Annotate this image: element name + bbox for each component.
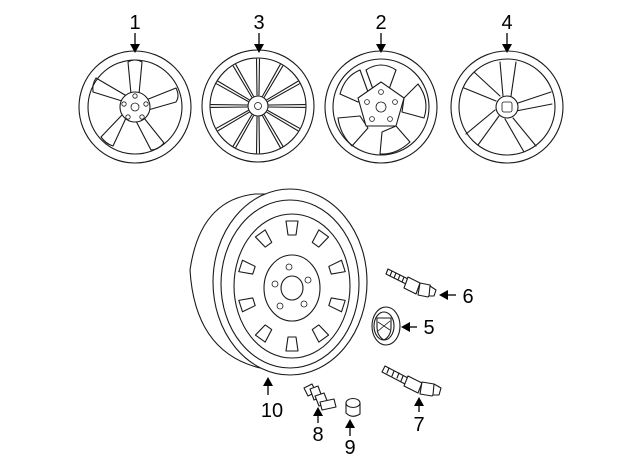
wheel-3-spoke — [255, 116, 261, 154]
valve-stem-6[interactable] — [385, 268, 437, 298]
wheel-10-slot — [328, 297, 346, 313]
callout-9: 9 — [344, 419, 356, 459]
wheel-10-slot — [328, 259, 346, 275]
callout-7: 7 — [413, 397, 425, 436]
wheel-2[interactable] — [324, 50, 438, 164]
wheel-3-spoke — [262, 64, 284, 98]
wheel-10-slot — [254, 229, 273, 248]
wheel-3[interactable] — [201, 49, 315, 163]
valve-stem-7[interactable] — [381, 365, 442, 397]
valve-8[interactable] — [303, 383, 337, 411]
callout-2: 2 — [375, 12, 387, 53]
callout-5: 5 — [401, 317, 435, 339]
callout-label-9: 9 — [344, 437, 355, 459]
wheel-3-spoke — [255, 58, 261, 96]
callout-label-8: 8 — [312, 424, 323, 446]
callout-label-3: 3 — [253, 12, 264, 34]
wheel-10-slot — [254, 324, 273, 343]
callout-1: 1 — [129, 12, 141, 53]
callout-label-7: 7 — [413, 414, 424, 436]
callout-4: 4 — [501, 12, 513, 53]
callout-label-5: 5 — [423, 317, 434, 339]
callout-10: 10 — [261, 377, 283, 422]
valve-cap-9[interactable] — [345, 397, 361, 417]
wheel-3-spoke — [266, 110, 300, 132]
callout-6: 6 — [439, 286, 474, 308]
wheel-3-spoke — [262, 114, 284, 148]
wheel-3-spoke — [266, 80, 300, 102]
wheel-3-spoke — [268, 103, 306, 109]
callout-label-10: 10 — [261, 400, 283, 422]
callout-3: 3 — [253, 12, 265, 53]
wheel-3-spoke — [216, 80, 250, 102]
center-cap-5[interactable] — [371, 306, 401, 346]
callout-label-6: 6 — [462, 286, 473, 308]
wheel-10-spare[interactable] — [189, 188, 368, 376]
wheel-10-slot — [311, 324, 330, 343]
wheel-10-slot — [238, 297, 256, 313]
wheel-10-slot — [311, 229, 330, 248]
wheel-10-slot — [238, 259, 256, 275]
callout-8: 8 — [312, 407, 324, 446]
wheel-3-spoke — [232, 114, 254, 148]
wheel-3-spoke — [216, 110, 250, 132]
wheel-4[interactable] — [450, 50, 564, 164]
wheel-3-spoke — [232, 64, 254, 98]
wheel-10-slot — [285, 220, 299, 236]
wheel-1[interactable] — [78, 50, 192, 164]
callout-label-1: 1 — [129, 12, 140, 34]
wheel-10-slot — [285, 336, 299, 352]
callout-label-4: 4 — [501, 12, 512, 34]
callout-label-2: 2 — [375, 12, 386, 34]
wheel-3-spoke — [210, 103, 248, 109]
